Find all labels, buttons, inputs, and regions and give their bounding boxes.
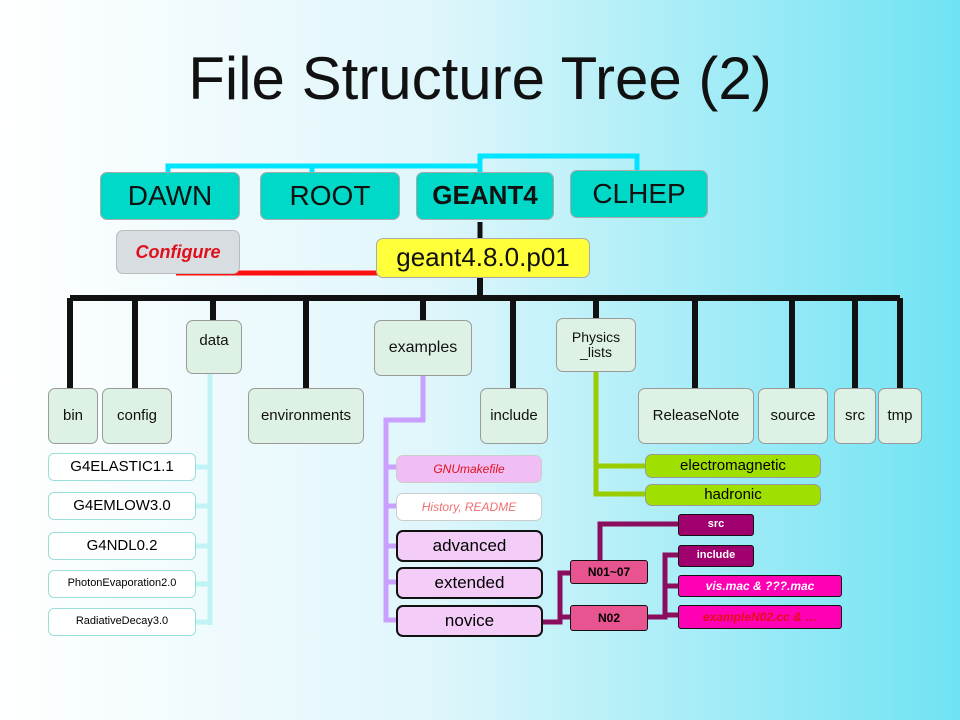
physics-lists-label-line1: Physics — [571, 329, 621, 346]
examples-node: examples — [374, 320, 472, 376]
physics-lists-label-line2: _lists — [580, 344, 612, 360]
data-item-g4ndl: G4NDL0.2 — [48, 532, 196, 560]
dawn-node: DAWN — [100, 172, 240, 220]
config-node: config — [102, 388, 172, 444]
include-node: include — [480, 388, 548, 444]
hadronic-node: hadronic — [645, 484, 821, 506]
data-item-photon-evaporation: PhotonEvaporation2.0 — [48, 570, 196, 598]
n02-node: N02 — [570, 605, 648, 631]
vis-mac-node: vis.mac & ???.mac — [678, 575, 842, 597]
geant4-node: GEANT4 — [416, 172, 554, 220]
data-node: data — [186, 320, 242, 374]
n02-include-node: include — [678, 545, 754, 567]
gnumakefile-node: GNUmakefile — [396, 455, 542, 483]
release-note-node: ReleaseNote — [638, 388, 754, 444]
n02-src-node: src — [678, 514, 754, 536]
data-item-g4emlow: G4EMLOW3.0 — [48, 492, 196, 520]
physics-lists-node: Physics _lists — [556, 318, 636, 372]
version-node: geant4.8.0.p01 — [376, 238, 590, 278]
history-readme-node: History, README — [396, 493, 542, 521]
clhep-node: CLHEP — [570, 170, 708, 218]
advanced-node: advanced — [396, 530, 543, 562]
electromagnetic-node: electromagnetic — [645, 454, 821, 478]
novice-node: novice — [396, 605, 543, 637]
data-item-radiative-decay: RadiativeDecay3.0 — [48, 608, 196, 636]
source-node: source — [758, 388, 828, 444]
configure-node: Configure — [116, 230, 240, 274]
src-node: src — [834, 388, 876, 444]
environments-node: environments — [248, 388, 364, 444]
data-item-g4elastic: G4ELASTIC1.1 — [48, 453, 196, 481]
tmp-node: tmp — [878, 388, 922, 444]
extended-node: extended — [396, 567, 543, 599]
n01-07-node: N01~07 — [570, 560, 648, 584]
example-n02-cc-node: exampleN02.cc & … — [678, 605, 842, 629]
root-node: ROOT — [260, 172, 400, 220]
slide-title: File Structure Tree (2) — [188, 45, 772, 112]
bin-node: bin — [48, 388, 98, 444]
